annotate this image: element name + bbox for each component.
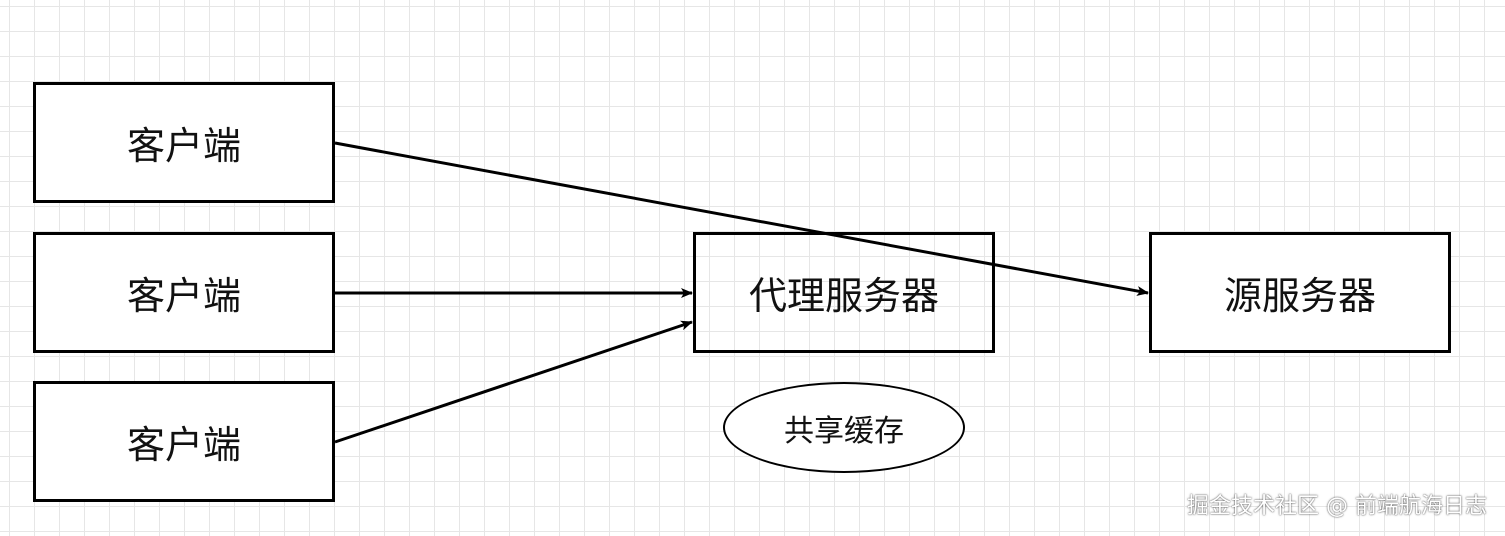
client-box-1: 客户端 [33,82,335,203]
origin-server-box: 源服务器 [1149,232,1451,353]
watermark-text: 掘金技术社区 @ 前端航海日志 [1187,494,1487,519]
client-box-3: 客户端 [33,381,335,502]
edge-client1-to-origin [334,141,1149,296]
edge-client3-to-proxy [334,320,693,444]
shared-cache-ellipse: 共享缓存 [723,382,965,473]
client-box-2: 客户端 [33,232,335,353]
proxy-server-box: 代理服务器 [693,232,995,353]
